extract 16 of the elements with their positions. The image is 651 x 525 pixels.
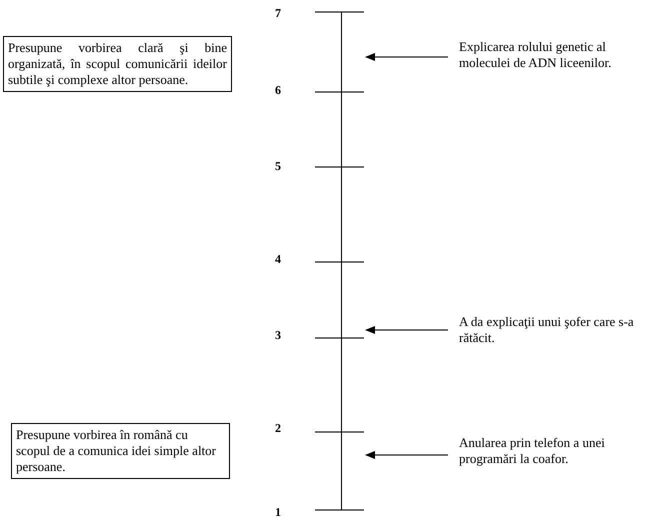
scale-number: 4 <box>275 253 281 265</box>
arrow <box>365 451 448 459</box>
example-text: Anularea prin telefon a unei programări la coafor. <box>459 435 639 467</box>
arrow <box>365 53 448 61</box>
example-text: A da explicaţii unui şofer care s-a rătăcit. <box>459 314 644 346</box>
example-text: Explicarea rolului genetic al moleculei de ADN liceenilor. <box>459 39 639 71</box>
scale-number: 2 <box>275 422 281 434</box>
scale-bar <box>314 12 364 510</box>
description-box: Presupune vorbirea în română cu scopul de a comunica idei simple altor persoane. <box>11 423 230 479</box>
description-box: Presupune vorbirea clară şi bine organizată, în scopul comunicării ideilor subtile şi complexe altor persoane. <box>3 36 232 92</box>
scale-number: 1 <box>275 506 281 518</box>
scale-number: 7 <box>275 7 281 19</box>
scale-number: 5 <box>275 160 281 172</box>
scale-number: 6 <box>275 84 281 96</box>
scale-number: 3 <box>275 329 281 341</box>
arrow <box>365 326 448 334</box>
